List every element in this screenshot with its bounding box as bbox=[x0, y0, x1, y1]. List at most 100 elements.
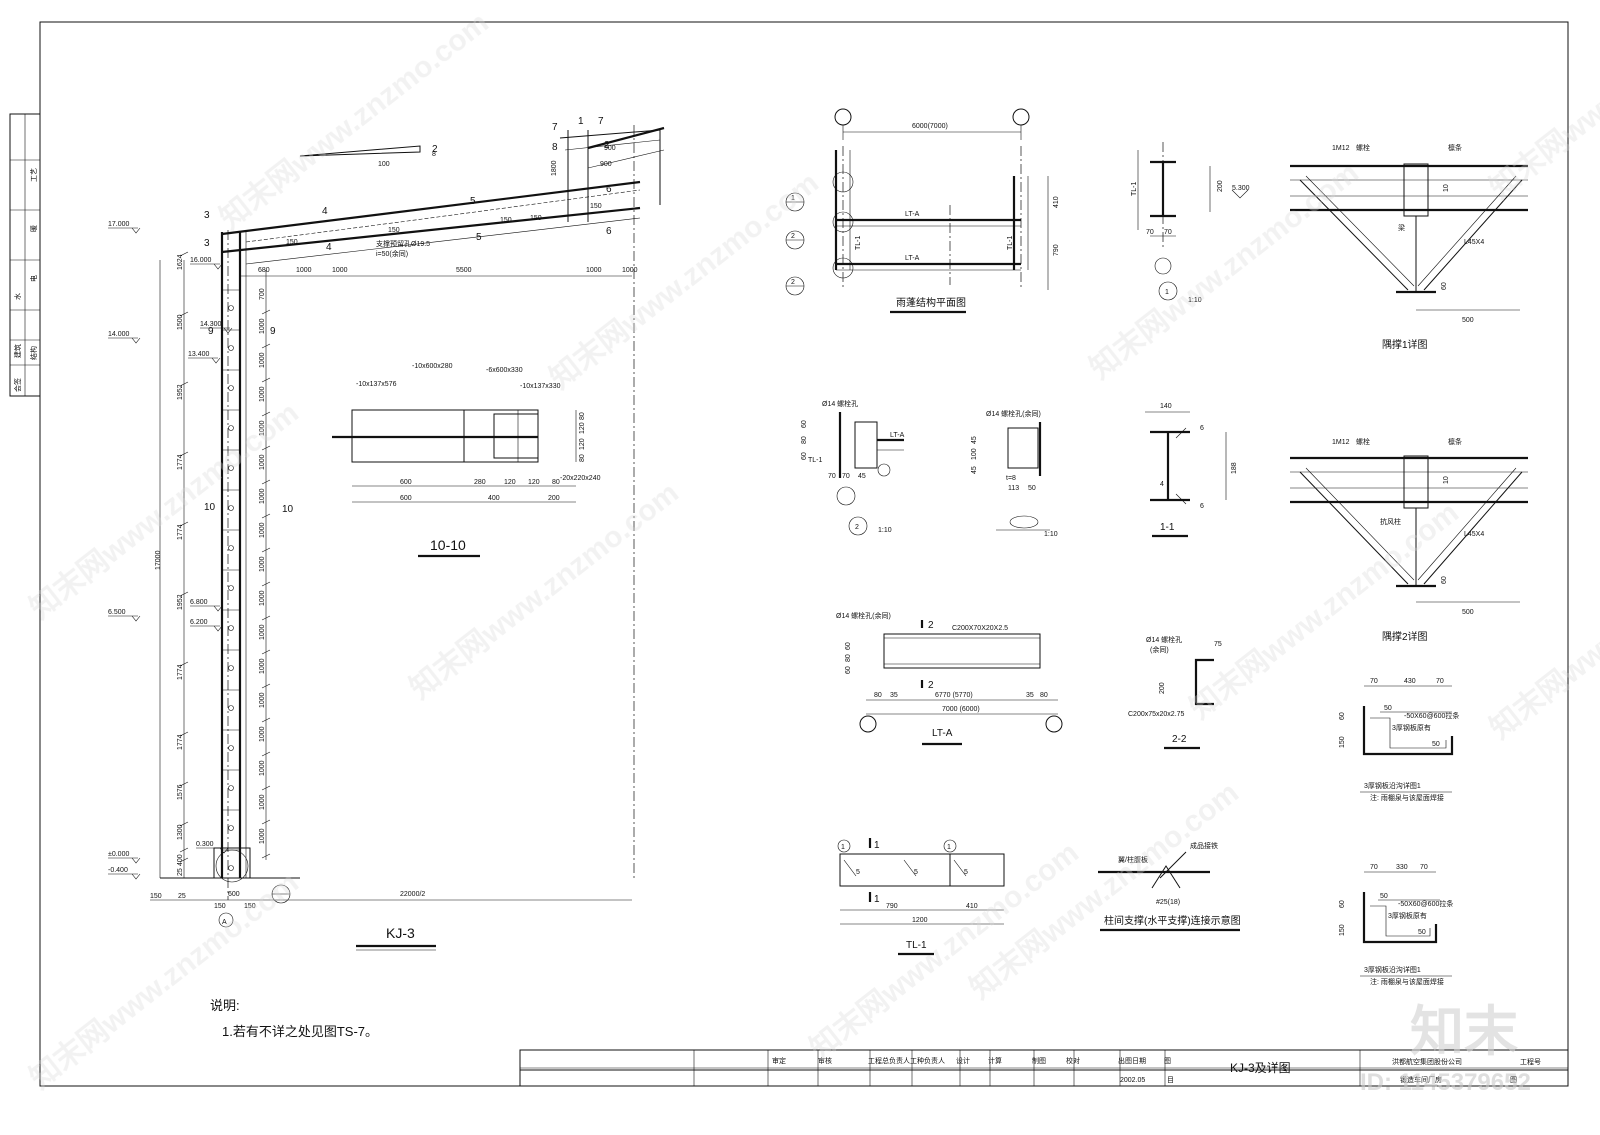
g1-d0: 70 bbox=[1370, 678, 1378, 685]
roof-dim: 5500 bbox=[456, 267, 472, 274]
left-dim-tick bbox=[179, 591, 189, 597]
stamp-5: 结构 bbox=[29, 346, 38, 360]
lta-mark-b: 2 bbox=[928, 680, 934, 691]
tl1-mark-a: 1 bbox=[874, 840, 880, 851]
left-dim-tick bbox=[179, 781, 189, 787]
yu-brace-1: 1M12 螺栓 檩条 梁 L45X4 10 60 500 隅撑1详图 bbox=[1290, 143, 1528, 351]
tb-misc: 目 bbox=[1167, 1076, 1174, 1084]
bolt-hole bbox=[228, 425, 234, 431]
elevation-label: 14.000 bbox=[108, 331, 130, 338]
roof-label: 1800 bbox=[551, 160, 558, 176]
stamp-3: 水 bbox=[13, 293, 22, 300]
detail2-d6: 60 bbox=[801, 452, 808, 460]
tb-cell: 设计 bbox=[956, 1056, 970, 1065]
elevation-marker bbox=[196, 847, 229, 854]
yb1-l3: 梁 bbox=[1398, 223, 1405, 232]
column-dim: 1000 bbox=[259, 318, 266, 334]
detail2-lt: LT-A bbox=[890, 432, 905, 439]
bolt-hole bbox=[228, 345, 234, 351]
elevation-marker bbox=[190, 625, 223, 632]
stamp-4: 建筑 bbox=[13, 344, 22, 358]
yb1-d0: 10 bbox=[1443, 184, 1450, 192]
section-mark: 7 bbox=[552, 122, 558, 133]
canopy-dim-a: 410 bbox=[1053, 196, 1060, 208]
left-dim-tick bbox=[179, 251, 189, 257]
watermark-id: ID: 1145379652 bbox=[1360, 1069, 1531, 1096]
tb-cell: 计算 bbox=[988, 1056, 1002, 1065]
yb2-d2: 500 bbox=[1462, 609, 1474, 616]
lta-title: LT-A bbox=[932, 728, 953, 739]
g1-d1: 430 bbox=[1404, 678, 1416, 685]
yb2-l4: L45X4 bbox=[1464, 531, 1484, 538]
col-dim-tick bbox=[261, 649, 271, 655]
kj3-frame: 100 8 1624150019521774177419521774177415… bbox=[108, 116, 665, 951]
col-dim-tick bbox=[261, 445, 271, 451]
col-dim-tick bbox=[261, 479, 271, 485]
column-dim: 1000 bbox=[259, 794, 266, 810]
detailo-t: t=8 bbox=[1006, 475, 1016, 482]
brace-title: 柱间支撑(水平支撑)连接示意图 bbox=[1104, 914, 1241, 927]
column-dim: 700 bbox=[259, 288, 266, 300]
lta-member: C200X70X20X2.5 bbox=[952, 625, 1008, 632]
yb2-d0: 10 bbox=[1443, 476, 1450, 484]
column-dim: 1000 bbox=[259, 556, 266, 572]
roof-label: 150 bbox=[590, 203, 602, 210]
g2-d2: 70 bbox=[1420, 864, 1428, 871]
gutter-detail-1: 70 430 70 -50X60@600拉条 3厚钢板原有 50 50 60 1… bbox=[1339, 678, 1459, 802]
s10-dim: 600 bbox=[400, 495, 412, 502]
left-dim: 1774 bbox=[177, 454, 184, 470]
column-dim: 1000 bbox=[259, 352, 266, 368]
base-dim-1: 150 bbox=[214, 903, 226, 910]
s10-dim: 80 bbox=[579, 454, 586, 462]
detailo-scale: 1:10 bbox=[1044, 531, 1058, 538]
plate-label: -20x220x240 bbox=[560, 475, 601, 482]
elevation-marker bbox=[108, 857, 141, 864]
elevation-label: 14.300 bbox=[200, 321, 222, 328]
detail1-tl: TL-1 bbox=[1131, 182, 1138, 197]
tb-sheet-title: KJ-3及详图 bbox=[1230, 1060, 1291, 1075]
s11-w1: 6 bbox=[1200, 425, 1204, 432]
bolt-hole bbox=[228, 705, 234, 711]
g2-d6: 50 bbox=[1418, 929, 1426, 936]
lta-d2: 35 bbox=[890, 692, 898, 699]
slope-note: i=50(余同) bbox=[376, 249, 408, 258]
tb-company: 洪都航空集团股份公司 bbox=[1392, 1057, 1462, 1066]
elevation-marker bbox=[188, 357, 221, 364]
detail2-d3: 45 bbox=[858, 473, 866, 480]
column-dim: 1000 bbox=[259, 828, 266, 844]
yb1-d2: 500 bbox=[1462, 317, 1474, 324]
watermark-text: 知末网www.znzmo.com bbox=[24, 866, 305, 1096]
canopy-title: 雨蓬结构平面图 bbox=[896, 296, 966, 309]
brace-note: 支撑预留孔Ø19.5 bbox=[376, 239, 430, 248]
tb-fig: 图 bbox=[1510, 1076, 1517, 1084]
tl1-title: TL-1 bbox=[906, 940, 927, 951]
left-dim-tick bbox=[179, 311, 189, 317]
base-dim-3: 25 bbox=[178, 893, 186, 900]
s11-title: 1-1 bbox=[1160, 522, 1175, 533]
elevation-marker bbox=[108, 615, 141, 622]
left-dim: 1300 bbox=[177, 824, 184, 840]
base-dim-0: 600 bbox=[228, 891, 240, 898]
section-mark: 9 bbox=[208, 326, 214, 337]
section-mark: 7 bbox=[598, 116, 604, 127]
left-dim-tick bbox=[179, 847, 189, 853]
s11-w3: 6 bbox=[1200, 503, 1204, 510]
base-dim-2: 150 bbox=[244, 903, 256, 910]
axis-a: A bbox=[222, 919, 227, 926]
s10-dim: 280 bbox=[474, 479, 486, 486]
detailo-d4: 113 bbox=[1008, 485, 1019, 492]
column-dim: 1000 bbox=[259, 420, 266, 436]
bolt-hole bbox=[228, 625, 234, 631]
stamp-6: 会签 bbox=[13, 378, 22, 392]
detailo-d2: 100 bbox=[971, 448, 978, 460]
section-mark: 3 bbox=[204, 210, 210, 221]
roof-dim: 1000 bbox=[622, 267, 638, 274]
section-mark: 10 bbox=[204, 502, 216, 513]
plate-label: -10x137x576 bbox=[356, 381, 397, 388]
yb2-l1: 螺栓 bbox=[1356, 437, 1370, 446]
section-mark: 5 bbox=[476, 232, 482, 243]
tb-cell: 审定 bbox=[772, 1056, 786, 1065]
detailo-hole: Ø14 螺栓孔(余同) bbox=[986, 409, 1041, 418]
yb2-l2: 檩条 bbox=[1448, 437, 1462, 446]
